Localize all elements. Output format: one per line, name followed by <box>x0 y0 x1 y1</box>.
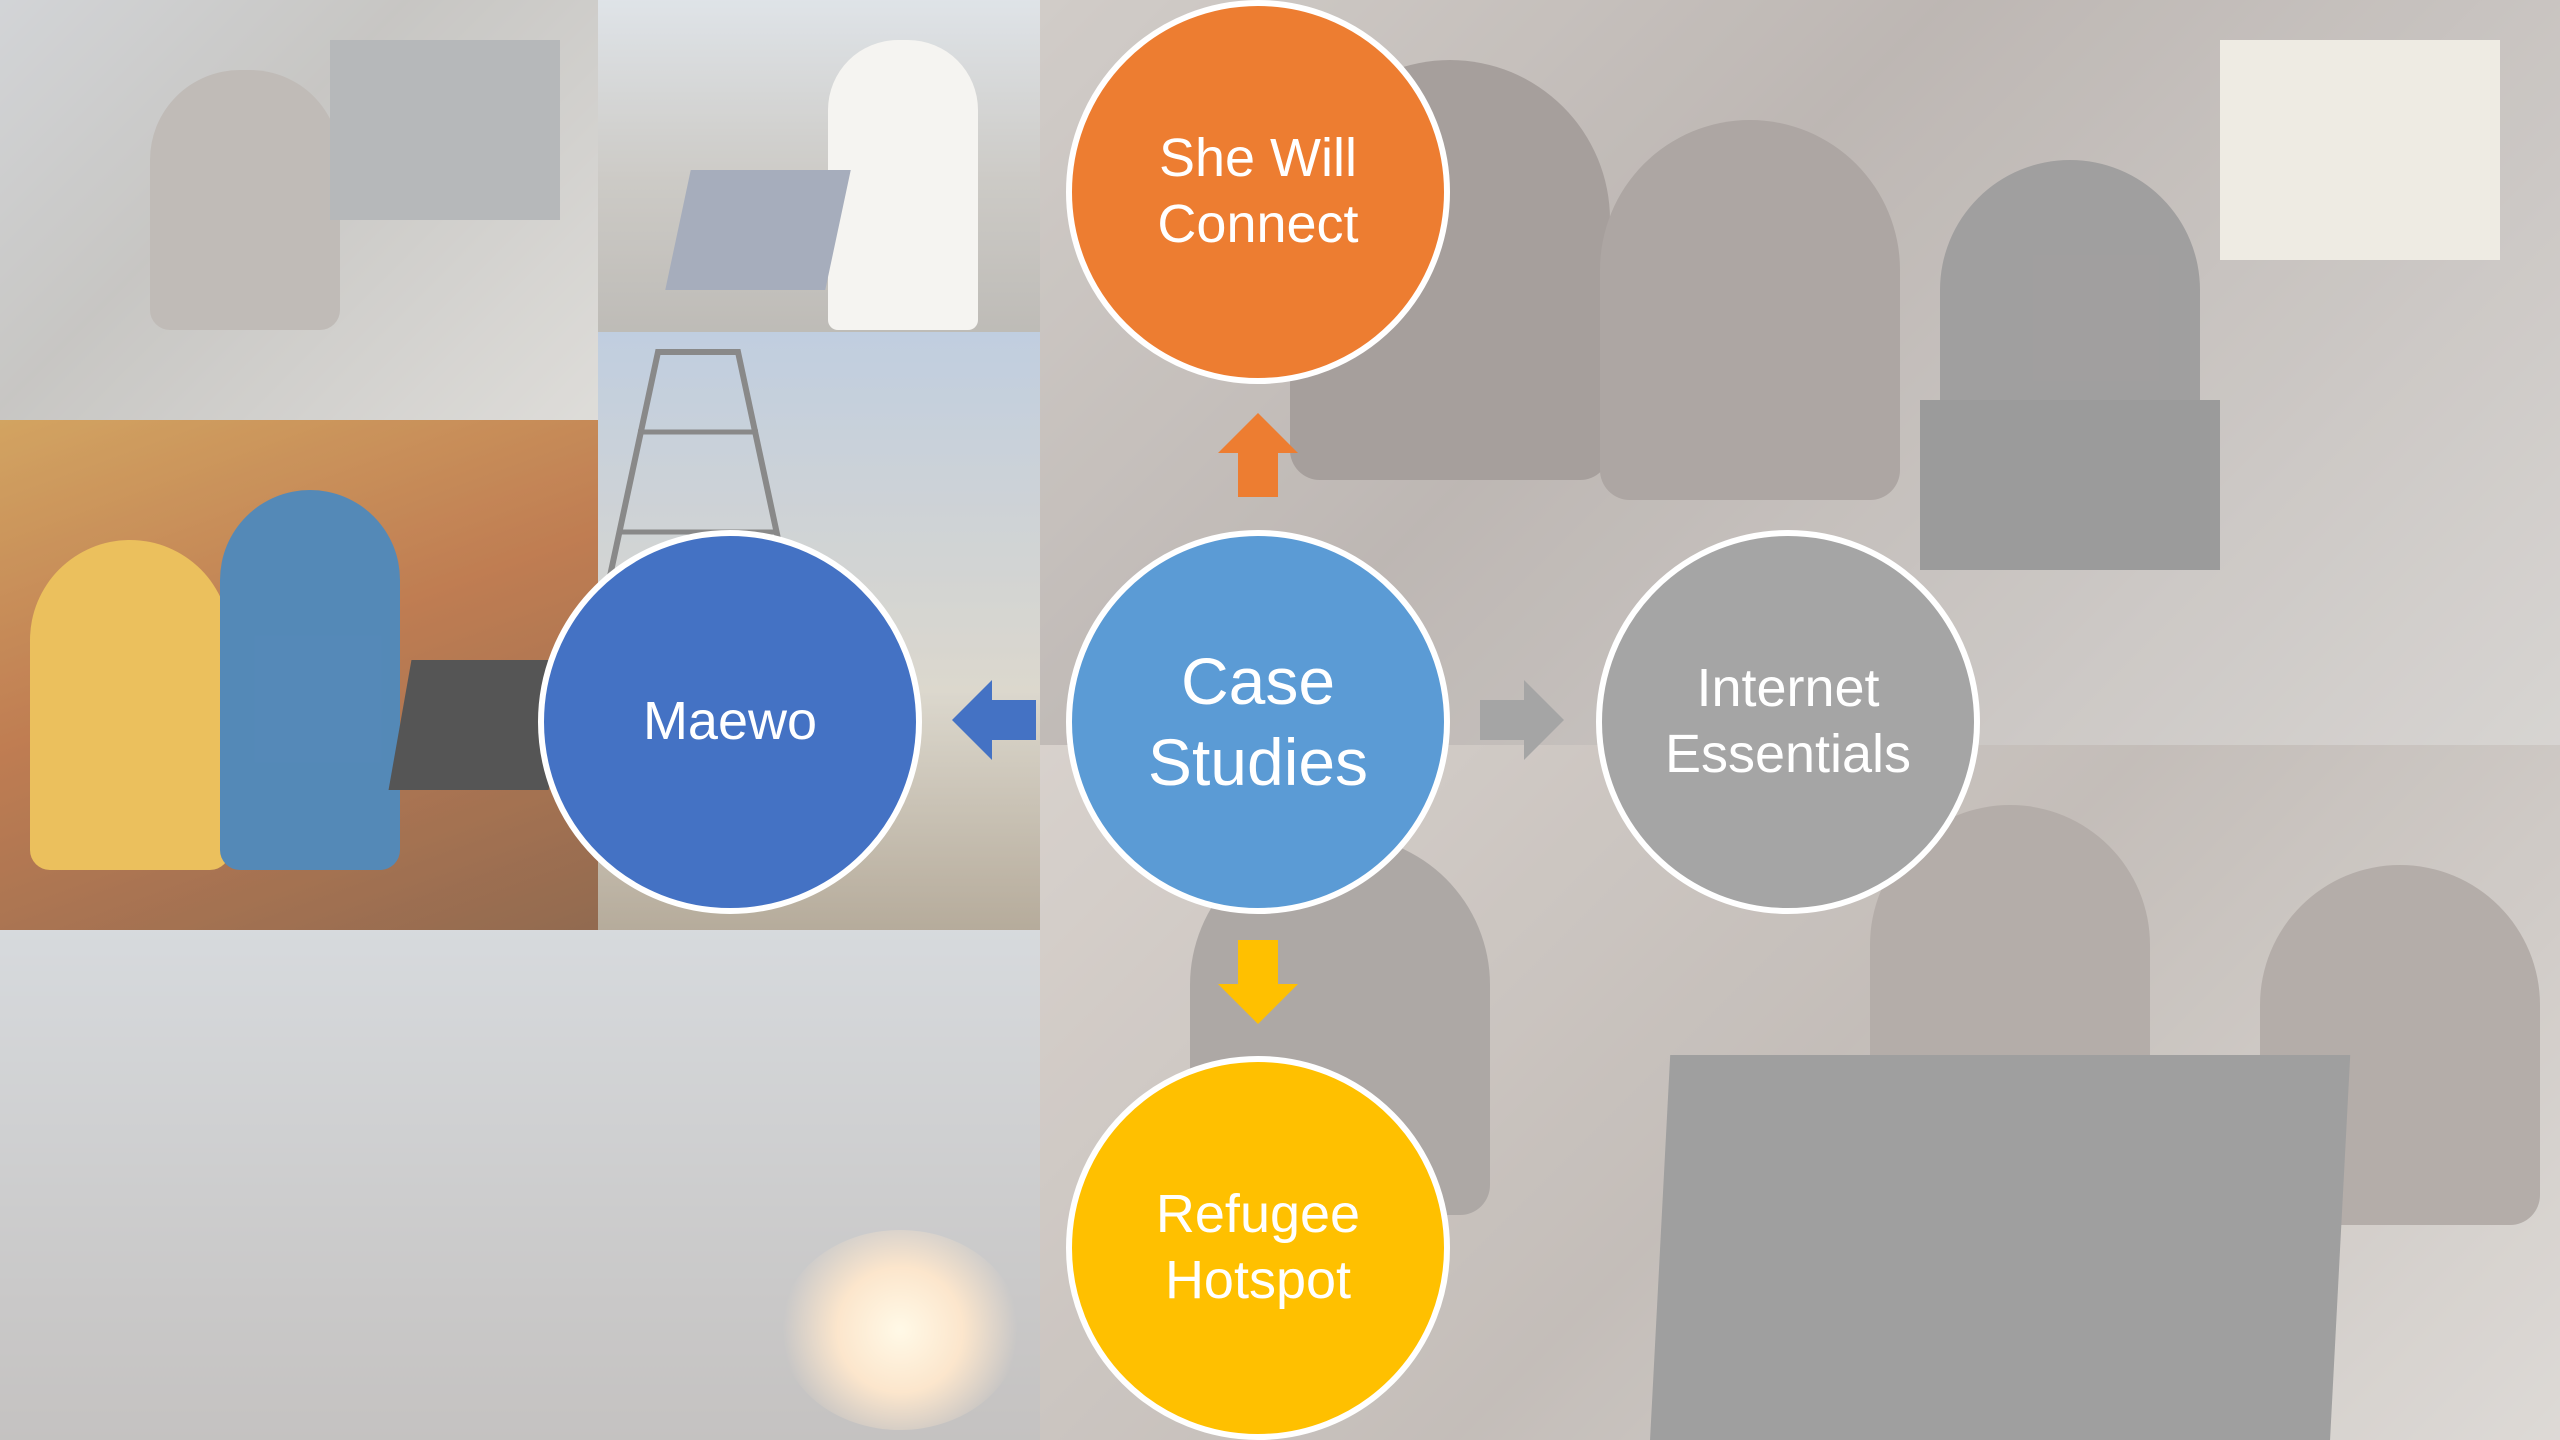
center-node-case-studies: Case Studies <box>1066 530 1450 914</box>
arrow-up-shape <box>1218 413 1298 497</box>
man-with-laptop-photo <box>598 0 1040 332</box>
top-node-she-will-connect: She Will Connect <box>1066 0 1450 384</box>
right-node-label: Internet Essentials <box>1664 658 1912 784</box>
campfire-dusk-photo <box>0 930 1040 1440</box>
arrow-down-shape <box>1218 940 1298 1024</box>
arrow-left-icon <box>952 680 1036 760</box>
top-node-label: She Will Connect <box>1157 128 1359 254</box>
left-node-maewo: Maewo <box>538 530 922 914</box>
women-with-laptop-photo <box>0 420 598 930</box>
arrow-right-shape <box>1480 680 1564 760</box>
arrow-down-icon <box>1218 940 1298 1024</box>
right-node-internet-essentials: Internet Essentials <box>1596 530 1980 914</box>
man-at-computer-photo <box>0 0 598 420</box>
arrow-left-shape <box>952 680 1036 760</box>
arrow-right-icon <box>1480 680 1564 760</box>
bottom-node-refugee-hotspot: Refugee Hotspot <box>1066 1056 1450 1440</box>
left-node-label: Maewo <box>642 691 818 752</box>
bottom-node-label: Refugee Hotspot <box>1155 1184 1361 1310</box>
center-node-label: Case Studies <box>1147 644 1369 799</box>
arrow-up-icon <box>1218 413 1298 497</box>
